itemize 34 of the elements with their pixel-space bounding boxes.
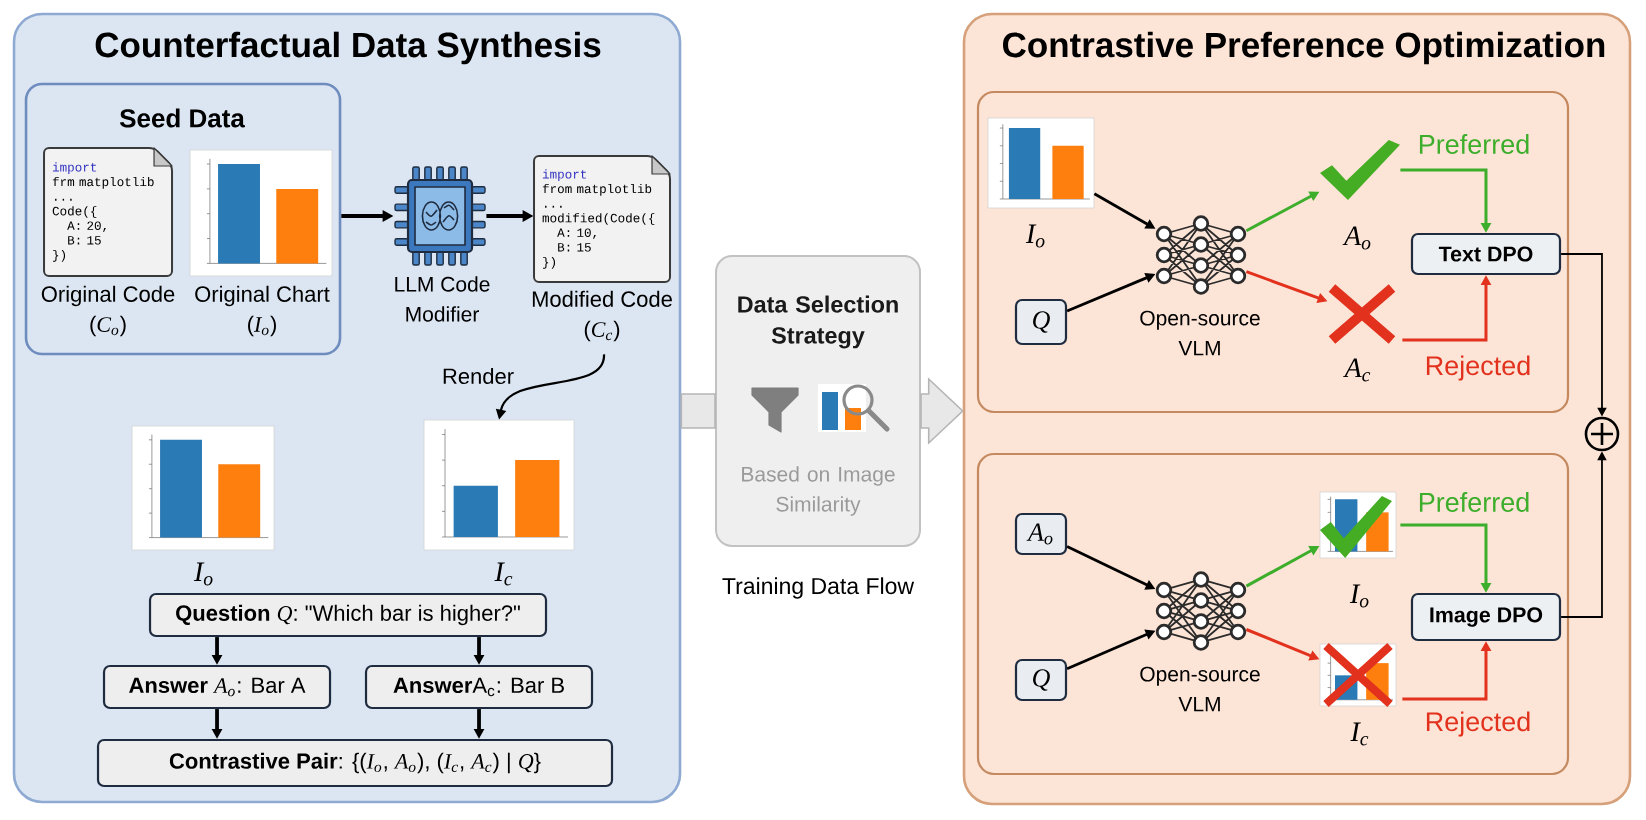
node-label: Open-source VLM bbox=[1140, 310, 1260, 356]
statement-box: Answer A$_{o}$: Bar A bbox=[102, 664, 332, 710]
method-box: Image DPO bbox=[1410, 592, 1562, 642]
node-label: LLM Code Modifier bbox=[395, 276, 490, 322]
edge-label: Rejected bbox=[1426, 711, 1530, 737]
node-label: Original Chart (I$_{o}$) bbox=[195, 285, 330, 337]
node-label: I$_{o}$ bbox=[1349, 584, 1369, 608]
question-box: Question Q: "Which bar is higher?" bbox=[148, 592, 548, 638]
node-label: Open-source VLM bbox=[1140, 666, 1260, 712]
symbol-label: A$_{c}$ bbox=[1343, 358, 1371, 382]
flow-arrow bbox=[920, 377, 964, 445]
edge-label: Preferred bbox=[1419, 134, 1529, 154]
method-box: Text DPO bbox=[1410, 232, 1562, 276]
edge-label: Rejected bbox=[1426, 355, 1530, 381]
flow-band bbox=[680, 393, 716, 429]
variable-box: Q bbox=[1014, 298, 1068, 346]
strategy-card: Data Selection Strategy Based on Image Similarity bbox=[715, 255, 921, 547]
node-label: Data Selection Strategy bbox=[738, 295, 898, 349]
variable-box: A$_{o}$ bbox=[1014, 512, 1068, 556]
node-label: I$_{c}$ bbox=[1350, 722, 1369, 746]
node-label: I$_{o}$ bbox=[1025, 224, 1045, 248]
node-label: A$_{o}$ bbox=[1342, 226, 1371, 250]
flow-label: Training Data Flow bbox=[722, 577, 915, 599]
node-label: Modified Code (C$_{c}$) bbox=[532, 290, 672, 342]
variable-box: Q bbox=[1014, 658, 1068, 702]
node-label: Based on Image Similarity bbox=[742, 466, 895, 516]
statement-box: AnswerA$_{c}$: Bar B bbox=[364, 664, 594, 710]
node-label: I$_{o}$ bbox=[193, 562, 213, 586]
edge-label: Render bbox=[443, 367, 514, 385]
edge-label: Preferred bbox=[1419, 492, 1529, 512]
node-label: I$_{c}$ bbox=[494, 562, 513, 586]
circled-plus-icon bbox=[1584, 416, 1620, 452]
node-label: Original Code (C$_{o}$) bbox=[41, 285, 175, 337]
pair-box: Contrastive Pair: {(I$_{o}$, A$_{o}$), (I$_{c}$, A$_{c}$) | Q} bbox=[96, 738, 614, 788]
